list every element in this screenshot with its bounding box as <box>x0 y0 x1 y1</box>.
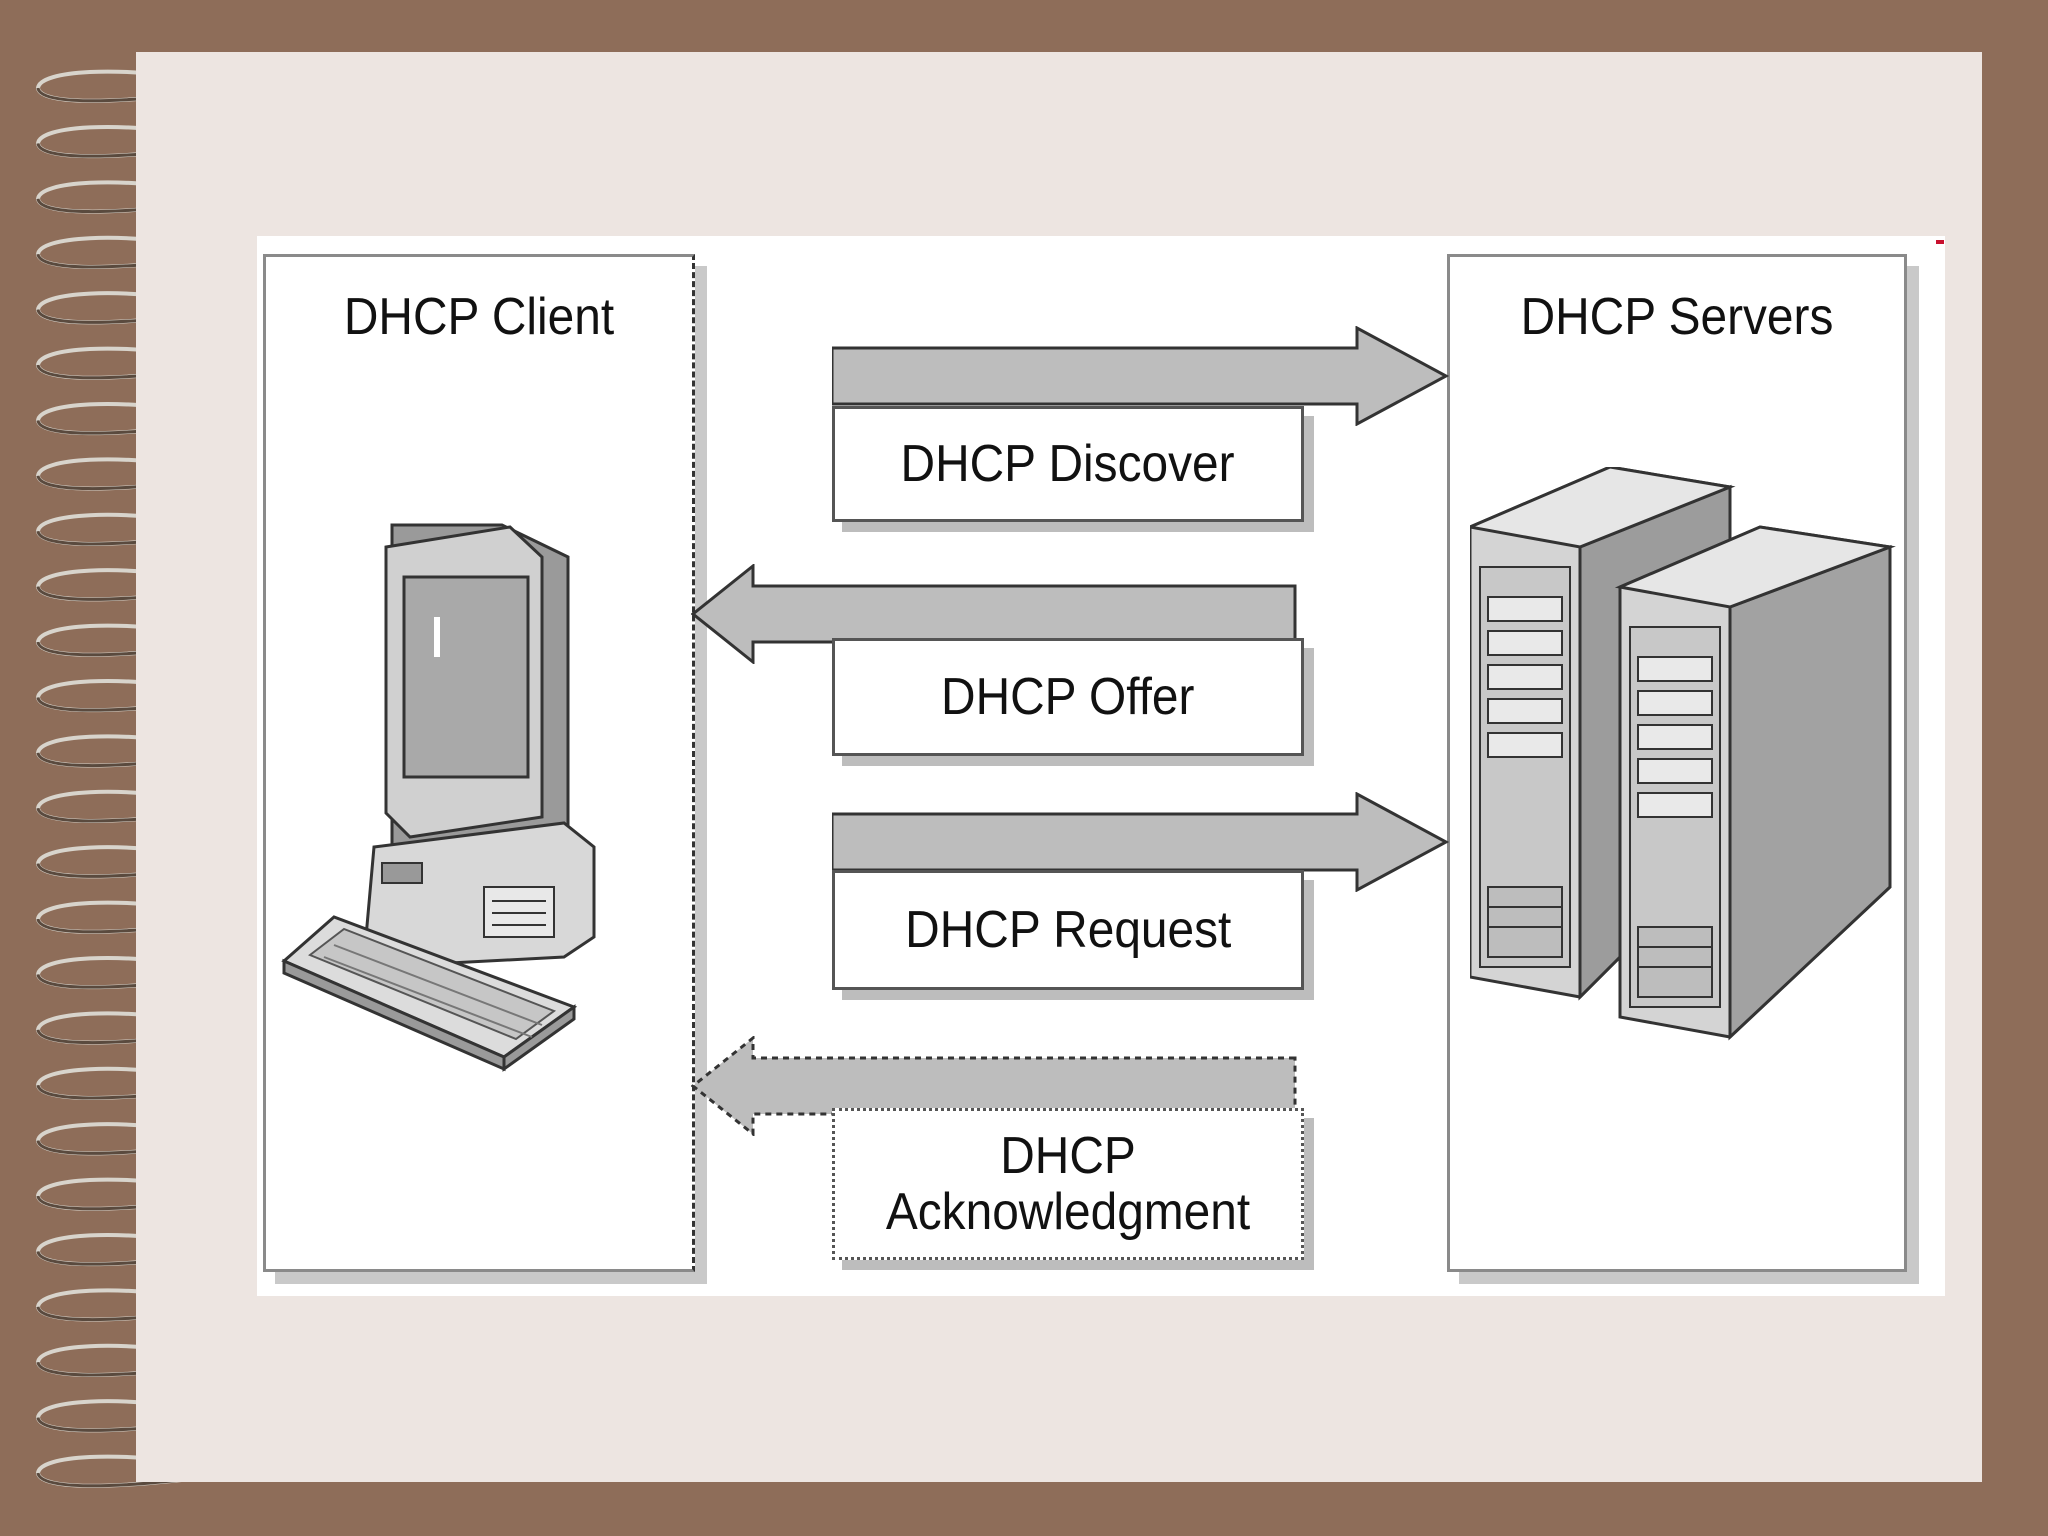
computer-icon <box>281 523 596 1072</box>
dhcp-diagram: DHCP Client DHCP Servers <box>257 236 1945 1296</box>
offer-label-box: DHCP Offer <box>832 638 1304 756</box>
servers-icon <box>1470 467 1896 1041</box>
server-panel: DHCP Servers <box>1447 254 1907 1272</box>
discover-label-box: DHCP Discover <box>832 406 1304 522</box>
acknowledgment-label-box: DHCP Acknowledgment <box>832 1108 1304 1260</box>
accent-mark <box>1936 240 1944 244</box>
discover-arrow <box>832 326 1450 426</box>
discover-label: DHCP Discover <box>900 434 1236 493</box>
acknowledgment-label: DHCP Acknowledgment <box>885 1126 1251 1241</box>
client-panel: DHCP Client <box>263 254 695 1272</box>
client-panel-title: DHCP Client <box>343 288 615 346</box>
request-label: DHCP Request <box>904 900 1232 959</box>
server-panel-title: DHCP Servers <box>1520 288 1834 346</box>
request-label-box: DHCP Request <box>832 870 1304 990</box>
offer-label: DHCP Offer <box>941 667 1195 726</box>
